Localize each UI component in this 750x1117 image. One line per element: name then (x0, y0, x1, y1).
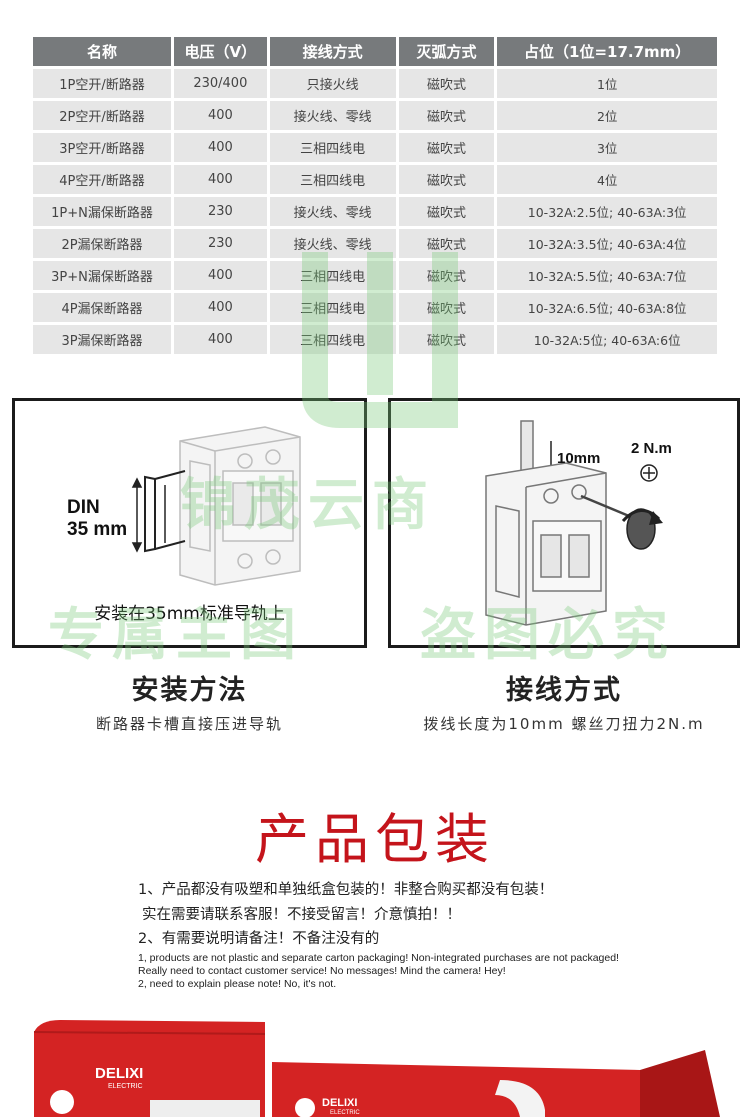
install-title: 安装方法 (131, 675, 248, 706)
packaging-note-cn-1: 1、产品都没有吸塑和单独纸盒包装的！非整合购买都没有包装！ (138, 882, 554, 898)
table-row: 2P漏保断路器 230 接火线、零线 磁吹式 10-32A:3.5位; 40-6… (33, 229, 717, 258)
cell-voltage: 230/400 (174, 69, 267, 98)
cell-name: 1P空开/断路器 (33, 69, 172, 98)
install-caption: 安装在35mm标准导轨上 (94, 604, 285, 624)
cell-slots: 10-32A:3.5位; 40-63A:4位 (497, 229, 717, 258)
wiring-subtitle: 拨线长度为10mm 螺丝刀扭力2N.m (423, 715, 705, 733)
table-row: 3P漏保断路器 400 三相四线电 磁吹式 10-32A:5位; 40-63A:… (33, 325, 717, 354)
cell-voltage: 230 (174, 197, 267, 226)
product-boxes-photo: DELIXI ELECTRIC DELIXI ELECTRIC (0, 1010, 750, 1117)
packaging-note-en-3: 2, need to explain please note! No, it's… (138, 978, 337, 990)
cell-wiring: 三相四线电 (269, 325, 396, 354)
header-arc: 灭弧方式 (398, 37, 495, 66)
cell-voltage: 400 (174, 325, 267, 354)
table-row: 4P漏保断路器 400 三相四线电 磁吹式 10-32A:6.5位; 40-63… (33, 293, 717, 322)
cell-arc: 磁吹式 (398, 101, 495, 130)
cell-name: 3P+N漏保断路器 (33, 261, 172, 290)
header-voltage: 电压（V） (174, 37, 267, 66)
table-header-row: 名称 电压（V） 接线方式 灭弧方式 占位（1位=17.7mm） (33, 37, 717, 66)
header-name: 名称 (33, 37, 172, 66)
cell-slots: 2位 (497, 101, 717, 130)
cell-arc: 磁吹式 (398, 229, 495, 258)
cell-name: 3P漏保断路器 (33, 325, 172, 354)
box-brand-sub-left: ELECTRIC (108, 1083, 143, 1090)
packaging-note-en-2: Really need to contact customer service!… (138, 965, 506, 977)
cell-wiring: 三相四线电 (269, 165, 396, 194)
boxes-illustration: DELIXI ELECTRIC DELIXI ELECTRIC (33, 1020, 720, 1117)
cell-voltage: 400 (174, 165, 267, 194)
cell-slots: 4位 (497, 165, 717, 194)
table-row: 2P空开/断路器 400 接火线、零线 磁吹式 2位 (33, 101, 717, 130)
table-row: 3P空开/断路器 400 三相四线电 磁吹式 3位 (33, 133, 717, 162)
install-panel: DIN 35 mm 安装在35mm标准导轨上 (12, 398, 367, 648)
din-label-2: 35 mm (67, 519, 127, 540)
cell-wiring: 接火线、零线 (269, 229, 396, 258)
cell-wiring: 三相四线电 (269, 293, 396, 322)
cell-voltage: 400 (174, 101, 267, 130)
wiring-title: 接线方式 (506, 675, 622, 706)
cell-name: 3P空开/断路器 (33, 133, 172, 162)
cell-name: 2P漏保断路器 (33, 229, 172, 258)
torque-label: 2 N.m (631, 440, 672, 457)
cell-voltage: 400 (174, 293, 267, 322)
table-row: 1P+N漏保断路器 230 接火线、零线 磁吹式 10-32A:2.5位; 40… (33, 197, 717, 226)
cell-voltage: 400 (174, 133, 267, 162)
cell-name: 4P空开/断路器 (33, 165, 172, 194)
cell-name: 4P漏保断路器 (33, 293, 172, 322)
wiring-breaker-illustration: 10mm 2 N.m (485, 420, 672, 626)
table-row: 4P空开/断路器 400 三相四线电 磁吹式 4位 (33, 165, 717, 194)
packaging-title: 产品包装 (255, 808, 495, 871)
cell-slots: 10-32A:6.5位; 40-63A:8位 (497, 293, 717, 322)
cell-wiring: 接火线、零线 (269, 197, 396, 226)
length-label: 10mm (557, 450, 600, 467)
cell-arc: 磁吹式 (398, 165, 495, 194)
cell-slots: 3位 (497, 133, 717, 162)
packaging-note-cn-3: 2、有需要说明请备注！不备注没有的 (138, 931, 380, 947)
cell-slots: 10-32A:5位; 40-63A:6位 (497, 325, 717, 354)
header-wiring: 接线方式 (269, 37, 396, 66)
cell-slots: 1位 (497, 69, 717, 98)
wiring-panel: 10mm 2 N.m (388, 398, 740, 648)
header-slots: 占位（1位=17.7mm） (497, 37, 717, 66)
cell-wiring: 三相四线电 (269, 261, 396, 290)
cell-arc: 磁吹式 (398, 261, 495, 290)
cell-wiring: 三相四线电 (269, 133, 396, 162)
cell-wiring: 只接火线 (269, 69, 396, 98)
din-rail-breaker-illustration: DIN 35 mm (67, 426, 301, 586)
cell-arc: 磁吹式 (398, 69, 495, 98)
table-row: 3P+N漏保断路器 400 三相四线电 磁吹式 10-32A:5.5位; 40-… (33, 261, 717, 290)
box-brand-right: DELIXI (322, 1097, 357, 1109)
box-brand-sub-right: ELECTRIC (330, 1110, 360, 1116)
cell-slots: 10-32A:5.5位; 40-63A:7位 (497, 261, 717, 290)
cell-voltage: 230 (174, 229, 267, 258)
spec-table: 名称 电压（V） 接线方式 灭弧方式 占位（1位=17.7mm） 1P空开/断路… (30, 34, 720, 357)
cell-name: 1P+N漏保断路器 (33, 197, 172, 226)
cell-arc: 磁吹式 (398, 133, 495, 162)
cell-name: 2P空开/断路器 (33, 101, 172, 130)
din-label-1: DIN (67, 497, 100, 518)
box-brand-left: DELIXI (95, 1065, 143, 1082)
table-row: 1P空开/断路器 230/400 只接火线 磁吹式 1位 (33, 69, 717, 98)
packaging-note-en-1: 1, products are not plastic and separate… (138, 952, 619, 964)
cell-arc: 磁吹式 (398, 325, 495, 354)
cell-wiring: 接火线、零线 (269, 101, 396, 130)
install-subtitle: 断路器卡槽直接压进导轨 (95, 715, 283, 733)
cell-slots: 10-32A:2.5位; 40-63A:3位 (497, 197, 717, 226)
cell-arc: 磁吹式 (398, 293, 495, 322)
cell-arc: 磁吹式 (398, 197, 495, 226)
cell-voltage: 400 (174, 261, 267, 290)
packaging-note-cn-2: 实在需要请联系客服！不接受留言！介意慎拍！！ (142, 907, 461, 923)
